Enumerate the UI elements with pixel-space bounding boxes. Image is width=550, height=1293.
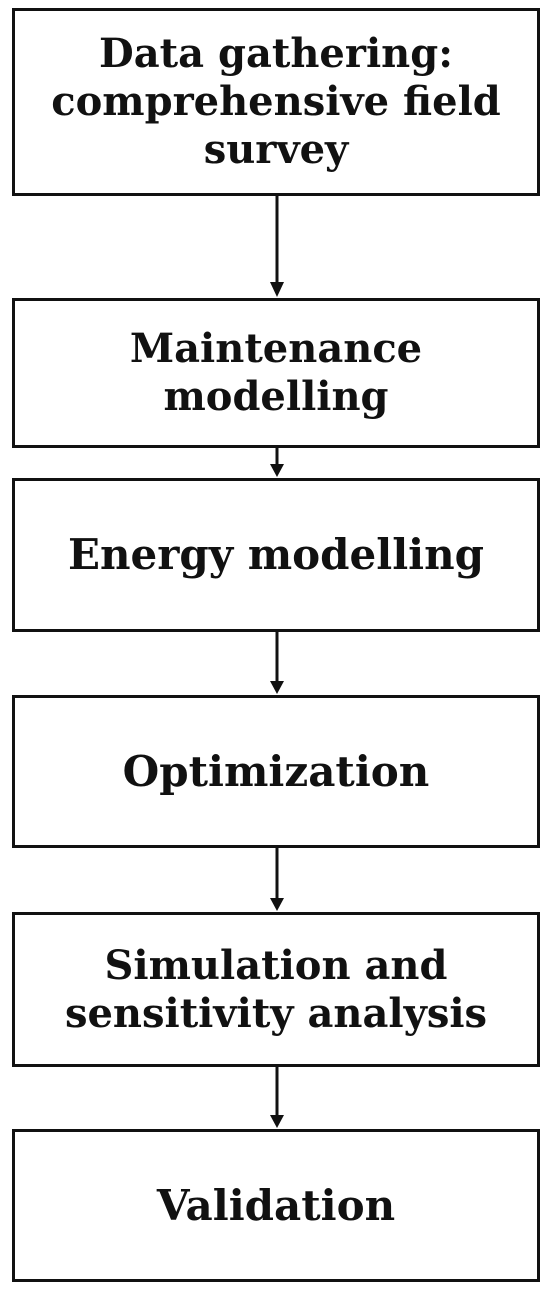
step-maintenance-modelling-box: Maintenance modelling (12, 298, 540, 448)
step-simulation-label: Simulation and sensitivity analysis (64, 941, 488, 1037)
step-validation-box: Validation (12, 1129, 540, 1282)
step-energy-modelling-label: Energy modelling (67, 530, 485, 579)
step-energy-modelling-box: Energy modelling (12, 478, 540, 632)
arrow-5 (270, 1067, 284, 1128)
arrow-3 (270, 632, 284, 694)
step-validation-label: Validation (156, 1180, 396, 1230)
step-data-gathering-label: Data gathering: comprehensive field surv… (51, 30, 501, 173)
step-data-gathering-box: Data gathering: comprehensive field surv… (12, 8, 540, 196)
arrow-2 (270, 448, 284, 477)
arrow-1 (270, 196, 284, 297)
step-maintenance-modelling-label: Maintenance modelling (129, 325, 423, 420)
arrow-4 (270, 848, 284, 911)
step-simulation-box: Simulation and sensitivity analysis (12, 912, 540, 1067)
step-optimization-box: Optimization (12, 695, 540, 848)
step-optimization-label: Optimization (122, 746, 430, 796)
